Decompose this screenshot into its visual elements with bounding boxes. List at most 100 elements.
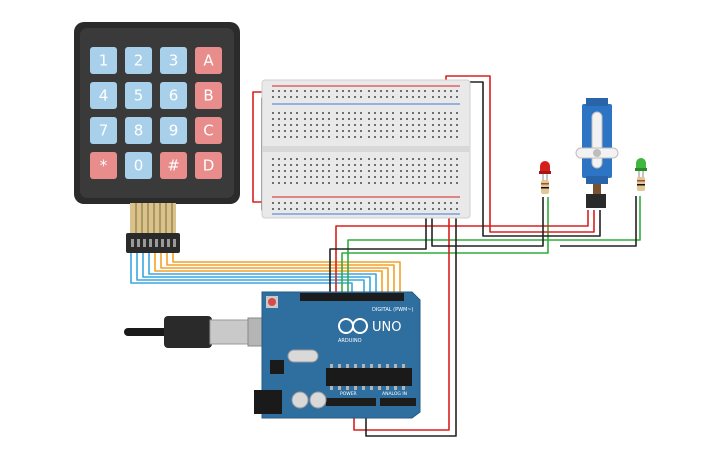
breadboard-hole [392, 182, 394, 184]
rail-hole [310, 96, 312, 98]
breadboard-hole [354, 176, 356, 178]
led-red-base [539, 171, 551, 174]
breadboard-hole [284, 136, 286, 138]
keypad-key-0-2[interactable] [160, 47, 187, 74]
breadboard-hole [438, 176, 440, 178]
breadboard-hole [450, 118, 452, 120]
rail-hole [412, 202, 414, 204]
breadboard-hole [336, 124, 338, 126]
keypad-key-0-0[interactable] [90, 47, 117, 74]
wire-black-led-green [560, 196, 637, 247]
breadboard-hole [418, 158, 420, 160]
rail-hole [290, 96, 292, 98]
breadboard-hole [360, 124, 362, 126]
breadboard-hole [412, 118, 414, 120]
breadboard-hole [316, 124, 318, 126]
rail-hole [310, 202, 312, 204]
breadboard-hole [368, 170, 370, 172]
breadboard-hole [438, 158, 440, 160]
breadboard-hole [406, 182, 408, 184]
breadboard-hole [336, 176, 338, 178]
rail-hole [386, 90, 388, 92]
breadboard-hole [290, 158, 292, 160]
keypad-key-2-1[interactable] [125, 117, 152, 144]
breadboard-hole [348, 124, 350, 126]
crystal [287, 349, 319, 363]
rail-hole [310, 208, 312, 210]
breadboard-hole [328, 164, 330, 166]
servo-tab-bottom [586, 176, 608, 184]
breadboard-hole [316, 136, 318, 138]
breadboard-hole [296, 182, 298, 184]
rail-hole [304, 202, 306, 204]
keypad-key-1-0[interactable] [90, 82, 117, 109]
rail-hole [438, 96, 440, 98]
breadboard-hole [406, 124, 408, 126]
breadboard-hole [284, 182, 286, 184]
keypad-key-2-2[interactable] [160, 117, 187, 144]
keypad-key-2-3[interactable] [195, 117, 222, 144]
breadboard-hole [304, 170, 306, 172]
breadboard-hole [456, 124, 458, 126]
keypad-key-label: C [203, 122, 213, 140]
breadboard-hole [316, 170, 318, 172]
breadboard-hole [424, 130, 426, 132]
keypad-key-0-1[interactable] [125, 47, 152, 74]
breadboard-hole [296, 112, 298, 114]
capacitor-1 [291, 391, 309, 409]
breadboard-hole [328, 124, 330, 126]
breadboard-hole [456, 158, 458, 160]
keypad-key-0-3[interactable] [195, 47, 222, 74]
breadboard-hole [432, 136, 434, 138]
breadboard-hole [374, 112, 376, 114]
keypad-key-3-3[interactable] [195, 152, 222, 179]
rail-hole [316, 208, 318, 210]
keypad-key-3-0[interactable] [90, 152, 117, 179]
breadboard-hole [392, 136, 394, 138]
rail-hole [354, 96, 356, 98]
breadboard-hole [360, 112, 362, 114]
keypad-key-3-1[interactable] [125, 152, 152, 179]
breadboard-hole [296, 176, 298, 178]
keypad-key-2-0[interactable] [90, 117, 117, 144]
breadboard-hole [278, 124, 280, 126]
breadboard-hole [304, 158, 306, 160]
breadboard-hole [374, 176, 376, 178]
board-brand: ARDUINO [338, 338, 362, 344]
breadboard-hole [450, 164, 452, 166]
rail-hole [424, 202, 426, 204]
rail-hole [418, 96, 420, 98]
breadboard-hole [278, 182, 280, 184]
rail-hole [290, 208, 292, 210]
breadboard-hole [418, 164, 420, 166]
rail-hole [278, 96, 280, 98]
breadboard-hole [438, 164, 440, 166]
usb-plug-boot [164, 316, 212, 348]
keypad-key-1-3[interactable] [195, 82, 222, 109]
led-green-base [635, 168, 647, 171]
rail-hole [328, 96, 330, 98]
breadboard-hole [310, 112, 312, 114]
rail-hole [412, 96, 414, 98]
breadboard-hole [456, 118, 458, 120]
rail-hole [368, 202, 370, 204]
breadboard-hole [290, 182, 292, 184]
breadboard-hole [380, 182, 382, 184]
keypad-key-1-2[interactable] [160, 82, 187, 109]
breadboard-hole [392, 164, 394, 166]
rail-hole [374, 96, 376, 98]
breadboard-hole [284, 130, 286, 132]
servo-cable [593, 184, 601, 194]
breadboard-hole [328, 112, 330, 114]
breadboard-hole [342, 164, 344, 166]
breadboard-hole [290, 124, 292, 126]
breadboard-hole [368, 130, 370, 132]
keypad-key-1-1[interactable] [125, 82, 152, 109]
breadboard-hole [456, 112, 458, 114]
rail-hole [290, 90, 292, 92]
rail-hole [424, 90, 426, 92]
keypad-ribbon [126, 203, 180, 253]
keypad-key-3-2[interactable] [160, 152, 187, 179]
breadboard-hole [360, 182, 362, 184]
breadboard-hole [456, 182, 458, 184]
